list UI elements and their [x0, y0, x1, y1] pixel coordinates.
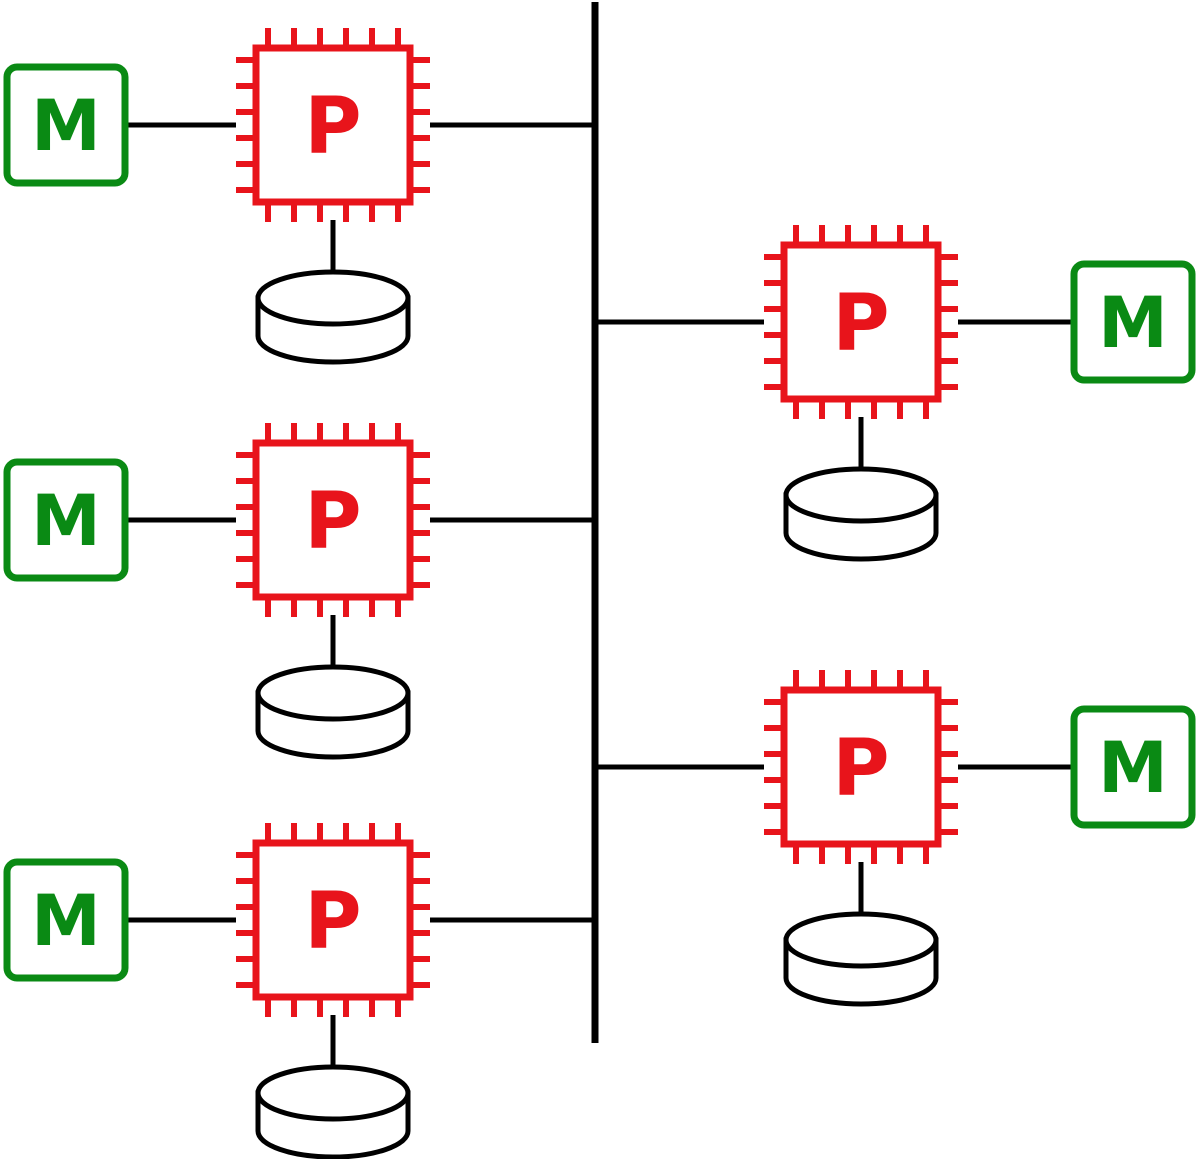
compute-node: PM — [3, 823, 595, 1159]
processor-chip-icon — [780, 686, 942, 848]
memory-label: M — [1098, 727, 1168, 809]
memory-label: M — [1098, 282, 1168, 364]
memory-box — [3, 858, 129, 982]
compute-node: PM — [3, 28, 595, 365]
memory-box — [1070, 705, 1196, 829]
memory-box — [3, 63, 129, 187]
processor-chip-icon — [252, 839, 414, 1001]
processor-chip-icon — [780, 241, 942, 403]
disk-icon — [783, 466, 939, 562]
processor-label: P — [832, 724, 889, 814]
disk-icon — [255, 1064, 411, 1159]
memory-label: M — [31, 880, 101, 962]
processor-label: P — [832, 279, 889, 369]
processor-label: P — [304, 477, 361, 567]
processor-label: P — [304, 877, 361, 967]
processor-label: P — [304, 82, 361, 172]
memory-box — [3, 458, 129, 582]
memory-box — [1070, 260, 1196, 384]
disk-icon — [255, 664, 411, 760]
disk-icon — [783, 911, 939, 1007]
disk-icon — [255, 269, 411, 365]
memory-label: M — [31, 85, 101, 167]
processor-chip-icon — [252, 44, 414, 206]
compute-node: PM — [3, 423, 595, 760]
memory-label: M — [31, 480, 101, 562]
processor-chip-icon — [252, 439, 414, 601]
